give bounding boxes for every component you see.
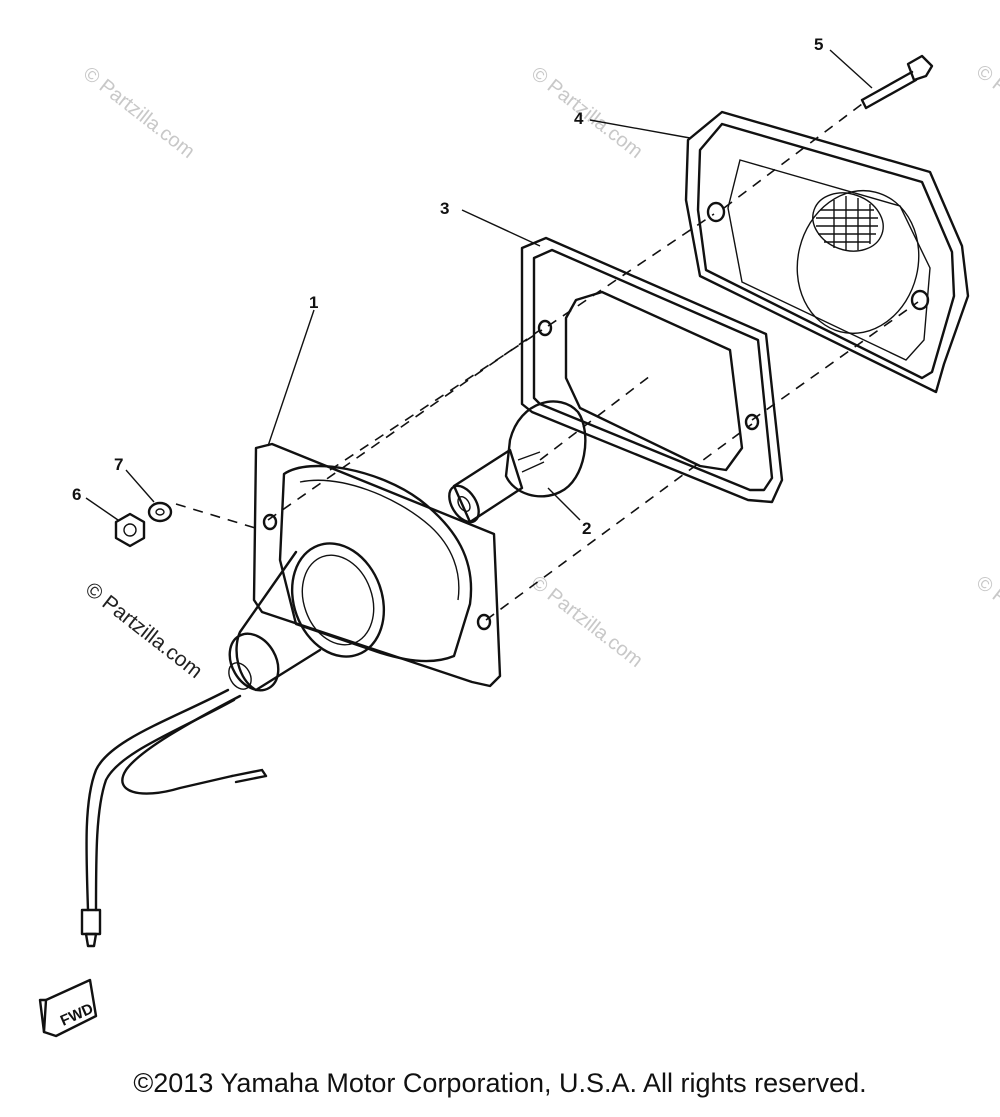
- callout-3: 3: [440, 199, 449, 218]
- part-4-lens-cover: [684, 110, 970, 394]
- watermark: © Partzilla.com: [972, 572, 1000, 672]
- copyright-notice: ©2013 Yamaha Motor Corporation, U.S.A. A…: [133, 1068, 867, 1098]
- part-2-bulb: [448, 400, 587, 524]
- watermark-dark: © Partzilla.com: [81, 578, 207, 683]
- watermark: © Partzilla.com: [527, 572, 647, 672]
- part-1-lamp-base: [228, 442, 502, 692]
- lens-grille: [816, 196, 878, 250]
- callout-2: 2: [582, 519, 591, 538]
- alignment-lines: [175, 103, 919, 621]
- watermark: © Partzilla.com: [79, 63, 199, 163]
- callout-labels: 1 2 3 4 5 6 7: [72, 35, 823, 538]
- wiring-harness: [80, 688, 268, 948]
- leader-lines: [85, 49, 873, 521]
- watermark: © Partzilla.com: [527, 63, 647, 163]
- watermark: © Partzilla.com: [972, 61, 1000, 161]
- fwd-arrow-badge: FWD: [38, 978, 98, 1038]
- part-5-screw: [860, 54, 934, 110]
- callout-1: 1: [309, 293, 318, 312]
- part-3-gasket: [520, 236, 784, 504]
- part-7-washer: [147, 501, 173, 523]
- watermarks: © Partzilla.com © Partzilla.com © Partzi…: [79, 61, 1000, 683]
- callout-6: 6: [72, 485, 81, 504]
- part-6-nut: [114, 512, 146, 548]
- callout-7: 7: [114, 455, 123, 474]
- callout-4: 4: [574, 109, 584, 128]
- callout-5: 5: [814, 35, 823, 54]
